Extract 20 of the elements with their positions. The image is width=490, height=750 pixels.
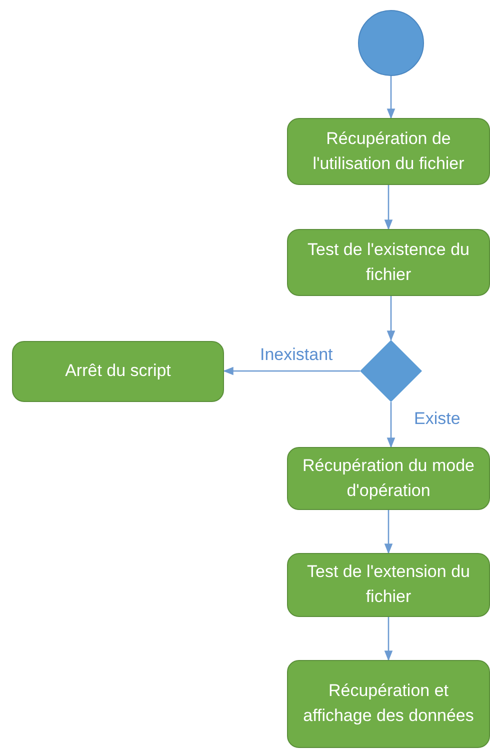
process-box xyxy=(287,229,490,296)
process-box xyxy=(287,447,490,510)
process-box xyxy=(287,118,490,185)
box-text: Test de l'extension du fichier xyxy=(306,561,471,608)
process-box xyxy=(287,553,490,617)
arrow xyxy=(386,76,396,120)
box-text: Récupération et affichage des données xyxy=(302,680,475,727)
decision-diamond xyxy=(360,340,422,402)
box-text: Arrêt du script xyxy=(65,360,171,382)
arrow xyxy=(384,617,393,662)
process-box xyxy=(12,341,224,402)
process-box xyxy=(287,660,490,748)
arrow xyxy=(222,366,360,376)
arrow xyxy=(386,402,396,448)
arrow xyxy=(384,185,393,230)
box-text: Récupération de l'utilisation du fichier xyxy=(312,128,466,174)
arrow xyxy=(384,510,393,554)
box-text: Récupération du mode d'opération xyxy=(301,454,476,502)
box-text: Test de l'existence du fichier xyxy=(306,238,470,286)
arrow xyxy=(386,296,396,342)
